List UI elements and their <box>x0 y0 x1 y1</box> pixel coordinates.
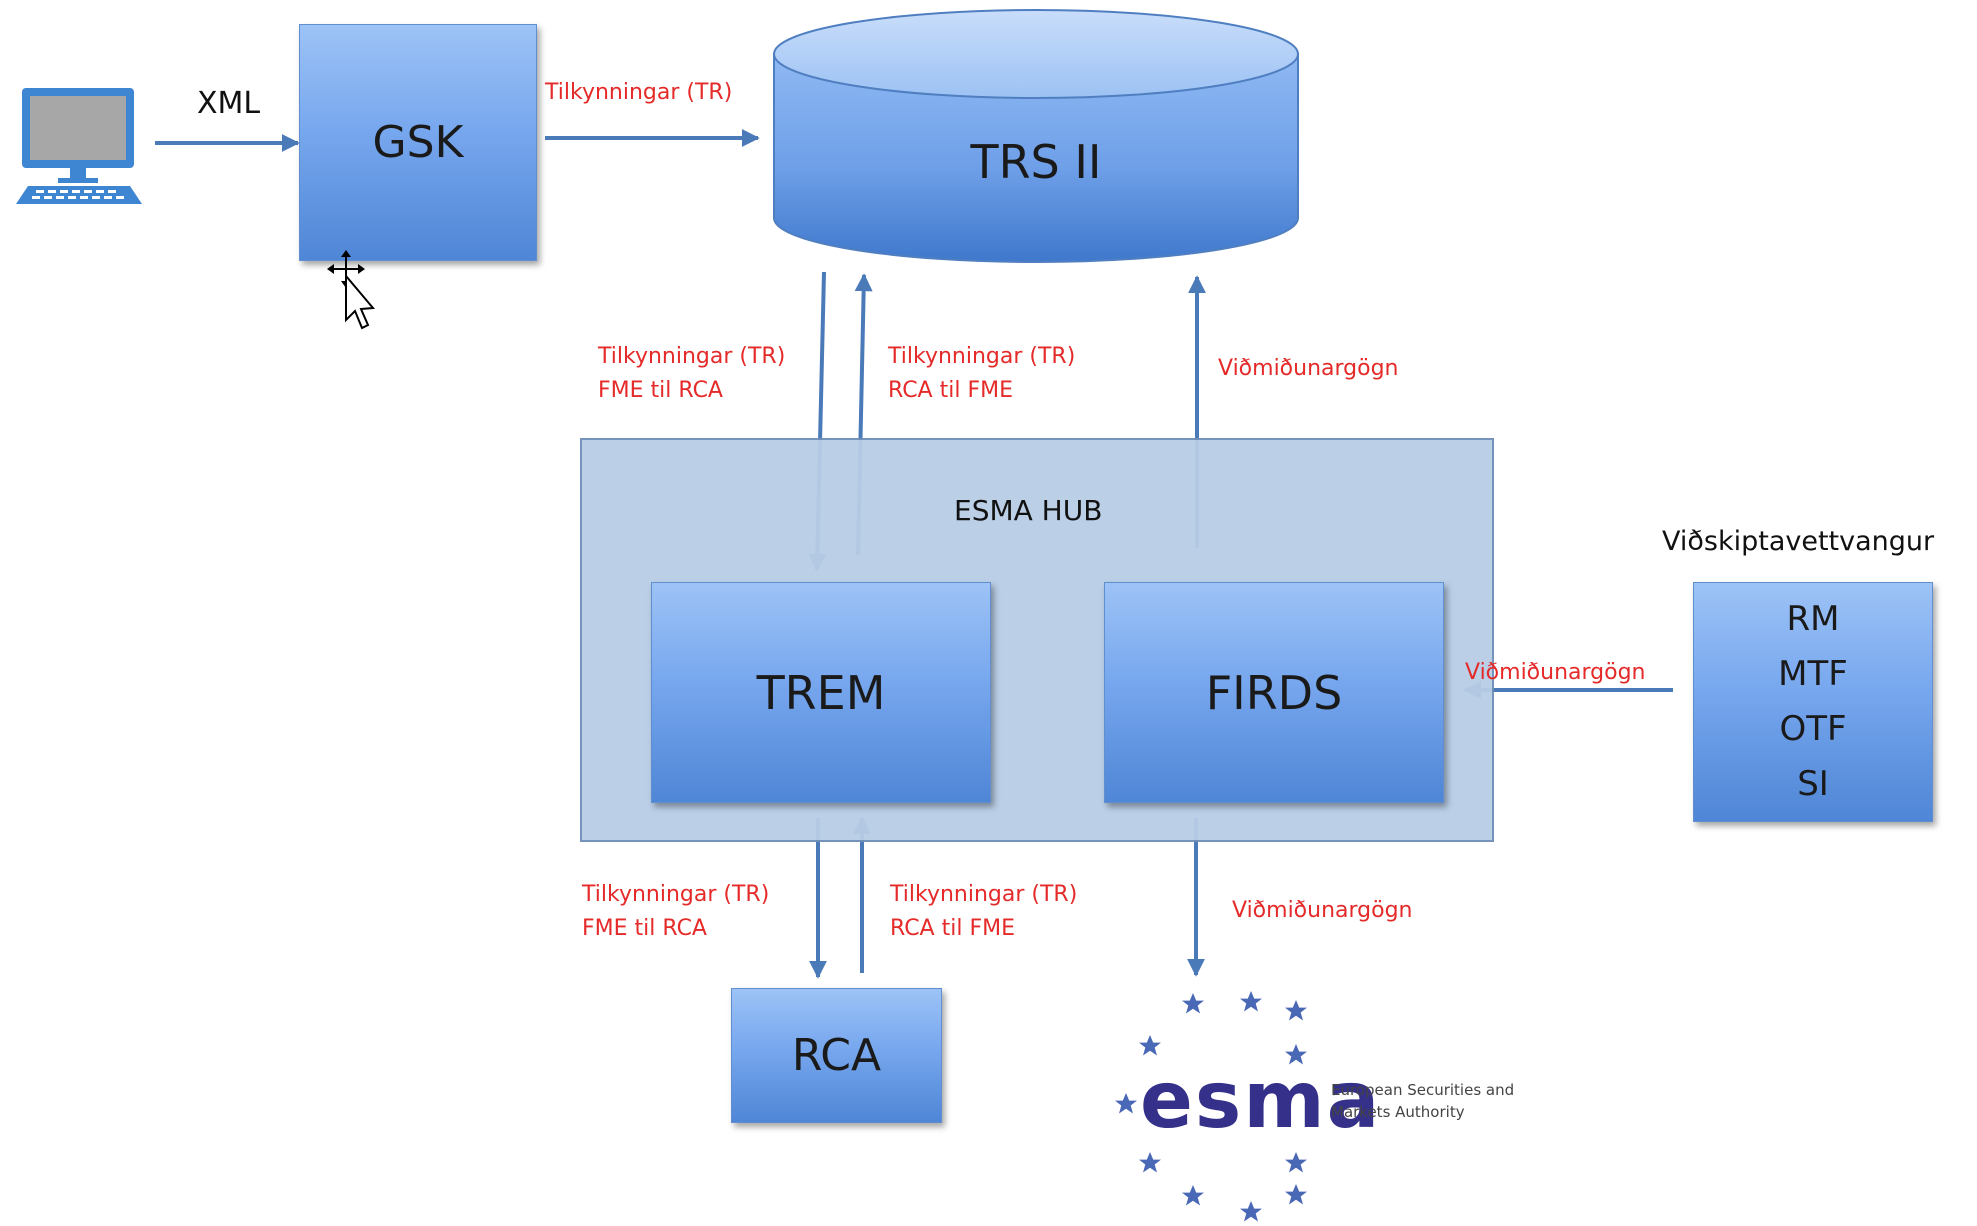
venues-title: Viðskiptavettvangur <box>1662 526 1935 557</box>
venue-mtf: MTF <box>1778 654 1848 694</box>
trem-to-trs-line1: Tilkynningar (TR) <box>888 344 1076 369</box>
rca-to-trem-line1: Tilkynningar (TR) <box>890 882 1078 907</box>
trs-label: TRS II <box>969 135 1101 189</box>
venue-si: SI <box>1797 764 1829 804</box>
gsk-label: GSK <box>372 117 464 168</box>
trem-to-trs-line2: RCA til FME <box>888 378 1013 403</box>
firds-box[interactable]: FIRDS <box>1104 582 1444 803</box>
trs-cylinder[interactable]: TRS II <box>770 8 1306 274</box>
trem-to-rca-label: Tilkynningar (TR) FME til RCA <box>582 878 769 946</box>
computer-icon <box>16 88 142 204</box>
trs-to-trem-line1: Tilkynningar (TR) <box>598 344 786 369</box>
esma-tagline-line2: Markets Authority <box>1331 1103 1465 1121</box>
venue-rm: RM <box>1786 599 1840 639</box>
xml-label: XML <box>197 86 261 121</box>
rca-to-trem-label: Tilkynningar (TR) RCA til FME <box>890 878 1077 946</box>
rca-to-trem-line2: RCA til FME <box>890 916 1015 941</box>
trem-to-trs-label: Tilkynningar (TR) RCA til FME <box>888 340 1075 408</box>
venues-box[interactable]: RM MTF OTF SI <box>1693 582 1933 822</box>
esma-wordmark: esma <box>1140 1056 1381 1146</box>
esma-hub-label: ESMA HUB <box>954 494 1103 527</box>
trs-to-trem-line2: FME til RCA <box>598 378 723 403</box>
esma-logo: esma European Securities and Markets Aut… <box>1115 991 1514 1222</box>
venues-to-firds-label: Viðmiðunargögn <box>1465 660 1646 685</box>
trs-to-trem-label: Tilkynningar (TR) FME til RCA <box>598 340 785 408</box>
trem-to-rca-line1: Tilkynningar (TR) <box>582 882 770 907</box>
firds-to-trs-label: Viðmiðunargögn <box>1218 356 1399 381</box>
rca-box[interactable]: RCA <box>731 988 942 1123</box>
gsk-box[interactable]: GSK <box>299 24 537 261</box>
venue-otf: OTF <box>1779 709 1847 749</box>
trem-to-rca-line2: FME til RCA <box>582 916 707 941</box>
trem-box[interactable]: TREM <box>651 582 991 803</box>
firds-label: FIRDS <box>1205 665 1343 720</box>
rca-label: RCA <box>791 1030 882 1081</box>
trem-label: TREM <box>756 665 886 720</box>
move-cursor-icon <box>327 250 376 330</box>
esma-tagline-line1: European Securities and <box>1331 1081 1514 1099</box>
gsk-to-trs-label: Tilkynningar (TR) <box>545 80 733 105</box>
firds-to-esma-label: Viðmiðunargögn <box>1232 898 1413 923</box>
